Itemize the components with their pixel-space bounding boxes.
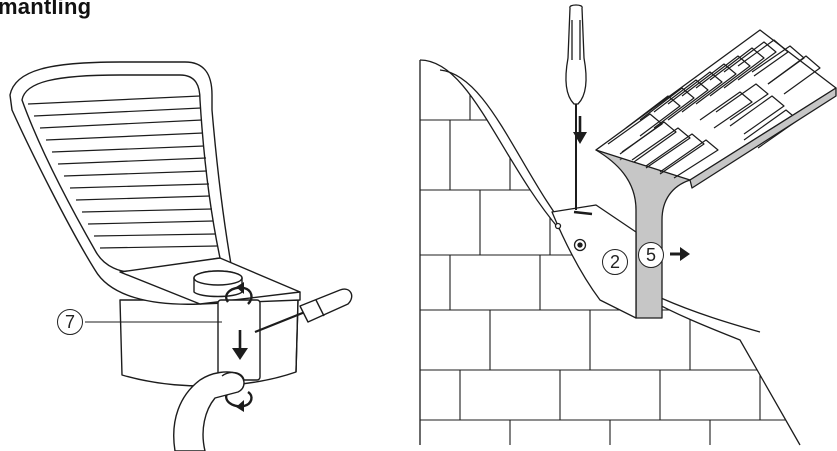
arrow-down-icon [573, 116, 587, 144]
left-luminaire-illustration [9, 61, 353, 451]
callout-step-7: 7 [57, 309, 83, 335]
luminaire-head [595, 29, 837, 181]
arrow-right-icon [670, 247, 690, 261]
screwdriver-icon [565, 4, 587, 210]
housing-box [119, 299, 299, 387]
heat-sink-fins [607, 39, 821, 179]
callout-step-5: 5 [638, 242, 664, 268]
arrow-down-icon [232, 330, 248, 360]
section-heading: mantling [0, 0, 92, 19]
callout-step-2: 2 [602, 249, 628, 275]
right-wall-illustration [419, 4, 837, 446]
cooling-ribs [27, 95, 218, 249]
screwdriver-icon [254, 288, 353, 334]
mounting-bracket [551, 204, 637, 319]
